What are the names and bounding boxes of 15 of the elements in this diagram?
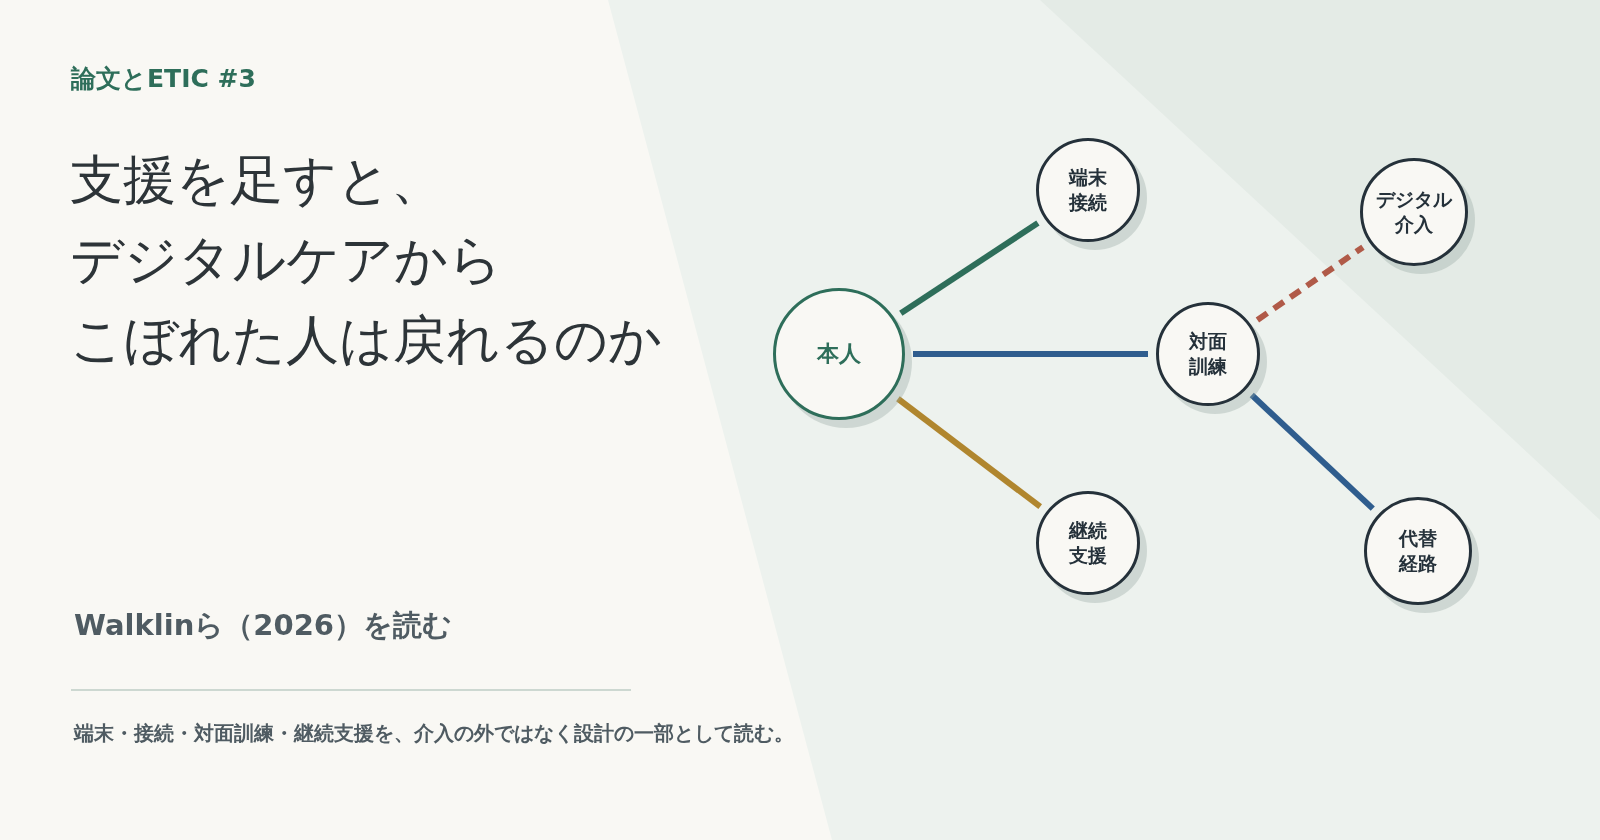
connector-line	[1255, 244, 1365, 323]
node-label: 端末接続	[1067, 165, 1108, 215]
connector-line	[913, 351, 1148, 357]
subtitle-text: Walklinら（2026）を読む	[74, 607, 452, 644]
node-label: 継続支援	[1067, 518, 1108, 568]
kicker-text: 論文とETIC #3	[71, 63, 256, 95]
connector-line	[899, 220, 1040, 316]
node-label: 本人	[816, 339, 862, 368]
node-label: 代替経路	[1397, 526, 1438, 576]
title: 支援を足すと、デジタルケアからこぼれた人は戻れるのか	[70, 148, 663, 372]
node-label: デジタル介入	[1375, 187, 1453, 237]
connector-line	[1249, 392, 1375, 511]
caption: 端末・接続・対面訓練・継続支援を、介入の外ではなく設計の一部として読む。	[74, 720, 794, 747]
node-label: 対面訓練	[1187, 329, 1228, 379]
connector-line	[896, 396, 1043, 510]
